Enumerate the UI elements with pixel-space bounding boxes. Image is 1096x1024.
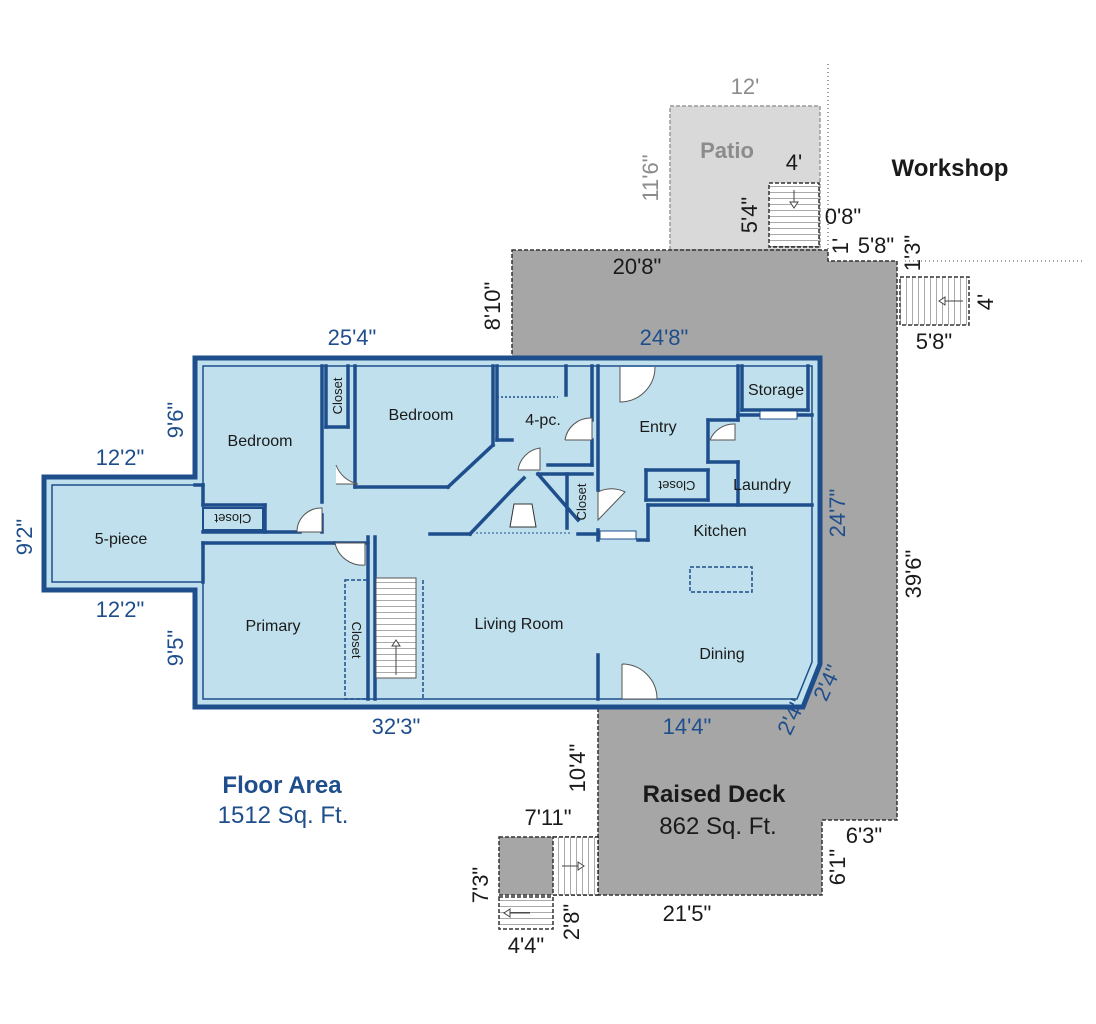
dim-deck-notch: 1'	[828, 238, 853, 254]
room-entry: Entry	[639, 419, 676, 436]
dim-deck-left-up: 8'10"	[480, 282, 505, 331]
dim-patio-h: 11'6"	[638, 154, 663, 201]
label-workshop: Workshop	[892, 155, 1009, 182]
dim-landing-w: 7'11"	[524, 805, 571, 830]
closet-label-d: Closet	[658, 478, 695, 493]
room-dining: Dining	[699, 646, 744, 663]
dim-wing-h: 9'2"	[12, 519, 37, 555]
dim-patio-w: 12'	[731, 74, 760, 99]
closet-label-c: Closet	[574, 483, 589, 520]
label-floor-area-title: Floor Area	[222, 772, 342, 799]
dim-wing-top: 12'2"	[96, 445, 145, 470]
dim-bottom-left: 32'3"	[372, 714, 421, 739]
room-bath-4pc: 4-pc.	[525, 412, 561, 429]
dim-deck-right: 39'6"	[901, 550, 926, 599]
dim-top-left: 25'4"	[328, 325, 377, 350]
label-patio: Patio	[700, 138, 754, 163]
dim-deck-step-h: 1'3"	[900, 235, 925, 271]
dim-stair-right-l: 5'8"	[916, 329, 952, 354]
closet-dashed	[344, 579, 369, 700]
dim-top-right: 24'8"	[640, 325, 689, 350]
closet-label-b: Closet	[214, 511, 251, 526]
dim-deck-step-w: 5'8"	[858, 233, 894, 258]
dim-right-side: 24'7"	[825, 489, 850, 538]
room-bedroom-nw: Bedroom	[228, 433, 293, 450]
fireplace	[509, 503, 537, 528]
dim-patio-stair-w: 4'	[786, 150, 802, 175]
room-laundry: Laundry	[733, 477, 791, 494]
dim-deck-bottom: 21'5"	[663, 901, 712, 926]
closet-label-e: Closet	[349, 622, 364, 659]
room-bath-5piece: 5-piece	[95, 531, 148, 548]
dim-deck-br-h: 6'1"	[825, 849, 850, 885]
dim-stair-right-w: 4'	[973, 294, 998, 310]
room-kitchen: Kitchen	[693, 523, 746, 540]
label-deck-title: Raised Deck	[643, 781, 786, 808]
dim-deck-br-w: 6'3"	[846, 823, 882, 848]
dim-bottom-right: 14'4"	[663, 714, 712, 739]
dim-bedroom-h: 9'6"	[163, 402, 188, 438]
dim-patio-stair-h: 5'4"	[737, 197, 762, 233]
closet-label-a: Closet	[330, 377, 345, 414]
dim-landing-h: 7'3"	[468, 867, 493, 903]
dim-wing-bottom: 12'2"	[96, 597, 145, 622]
dim-patio-gap: 0'8"	[825, 204, 861, 229]
dim-deck-top: 20'8"	[613, 254, 662, 279]
label-deck-value: 862 Sq. Ft.	[659, 813, 776, 840]
dim-small-stair-w: 4'4"	[508, 933, 544, 958]
kitchen-island	[689, 566, 753, 593]
room-storage: Storage	[748, 382, 804, 399]
dim-deck-lower-left: 10'4"	[565, 744, 590, 793]
label-floor-area-value: 1512 Sq. Ft.	[218, 802, 349, 829]
room-primary: Primary	[245, 618, 300, 635]
dim-small-stair-h: 2'8"	[559, 904, 584, 940]
room-living: Living Room	[475, 616, 564, 633]
room-bedroom-n: Bedroom	[389, 407, 454, 424]
dim-primary-h: 9'5"	[163, 630, 188, 666]
